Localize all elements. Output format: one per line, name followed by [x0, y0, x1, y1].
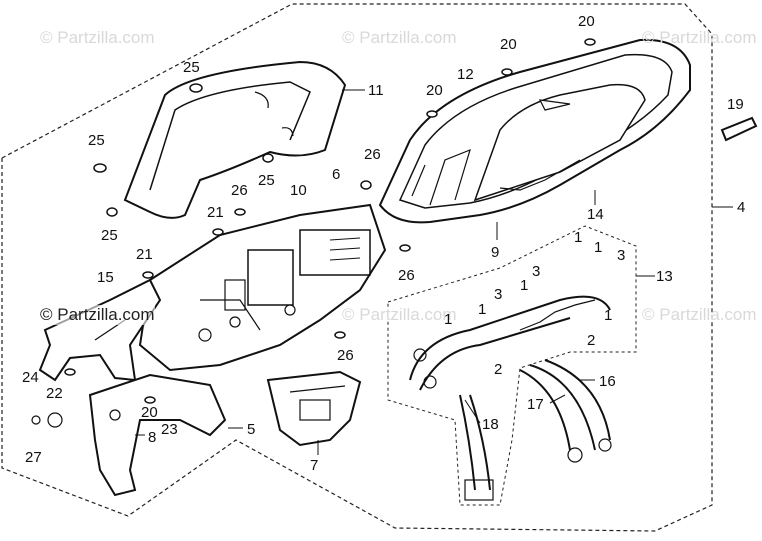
callout-20: 20 — [141, 404, 158, 421]
assembly-boundary — [1, 3, 713, 532]
callout-21: 21 — [136, 246, 153, 263]
harness-boundary — [387, 225, 637, 506]
watermark-5: © Partzilla.com — [642, 305, 757, 324]
meter-visor — [123, 60, 347, 219]
meter-cover — [378, 38, 691, 224]
callout-2: 2 — [494, 361, 503, 378]
callout-2: 2 — [587, 332, 596, 349]
callout-20: 20 — [578, 13, 595, 30]
part-19 — [720, 116, 758, 142]
callout-16: 16 — [599, 373, 616, 390]
callout-1: 1 — [478, 301, 487, 318]
watermark-main: © Partzilla.com — [40, 305, 155, 325]
callout-3: 3 — [532, 263, 541, 280]
callout-26: 26 — [398, 267, 415, 284]
callout-15: 15 — [97, 269, 114, 286]
callout-20: 20 — [500, 36, 517, 53]
callout-26: 26 — [231, 182, 248, 199]
callout-18: 18 — [482, 416, 499, 433]
watermark-4: © Partzilla.com — [342, 305, 457, 324]
callout-12: 12 — [457, 66, 474, 83]
callout-9: 9 — [491, 244, 500, 261]
callout-11: 11 — [368, 82, 384, 99]
callout-14: 14 — [587, 206, 604, 223]
callout-1: 1 — [604, 307, 613, 324]
callout-1: 1 — [444, 311, 453, 328]
callout-6: 6 — [332, 166, 341, 183]
lower-stay — [31, 373, 227, 497]
callout-17: 17 — [527, 396, 544, 413]
callout-23: 23 — [161, 421, 178, 438]
cable-guide — [266, 370, 362, 447]
callout-5: 5 — [247, 421, 256, 438]
watermark-1: © Partzilla.com — [40, 28, 155, 47]
callout-1: 1 — [574, 229, 583, 246]
meter-housing — [138, 203, 387, 372]
callout-3: 3 — [494, 286, 503, 303]
callout-25: 25 — [101, 227, 118, 244]
callout-25: 25 — [258, 172, 275, 189]
wire-harness — [409, 295, 612, 501]
fasteners — [64, 38, 596, 404]
callout-4: 4 — [737, 199, 746, 216]
callout-26: 26 — [364, 146, 381, 163]
callout-21: 21 — [207, 204, 224, 221]
callout-10: 10 — [290, 182, 307, 199]
callout-1: 1 — [520, 277, 529, 294]
callout-24: 24 — [22, 369, 39, 386]
callout-8: 8 — [148, 429, 157, 446]
callout-27: 27 — [25, 449, 42, 466]
callout-7: 7 — [310, 457, 319, 474]
callout-26: 26 — [337, 347, 354, 364]
callout-19: 19 — [727, 96, 744, 113]
callout-1: 1 — [594, 239, 603, 256]
callout-25: 25 — [88, 132, 105, 149]
callout-3: 3 — [617, 247, 626, 264]
callout-22: 22 — [46, 385, 63, 402]
watermark-3: © Partzilla.com — [642, 28, 757, 47]
callout-25: 25 — [183, 59, 200, 76]
leader-lines — [135, 89, 733, 455]
callout-13: 13 — [656, 268, 673, 285]
watermark-2: © Partzilla.com — [342, 28, 457, 47]
callout-20: 20 — [426, 82, 443, 99]
